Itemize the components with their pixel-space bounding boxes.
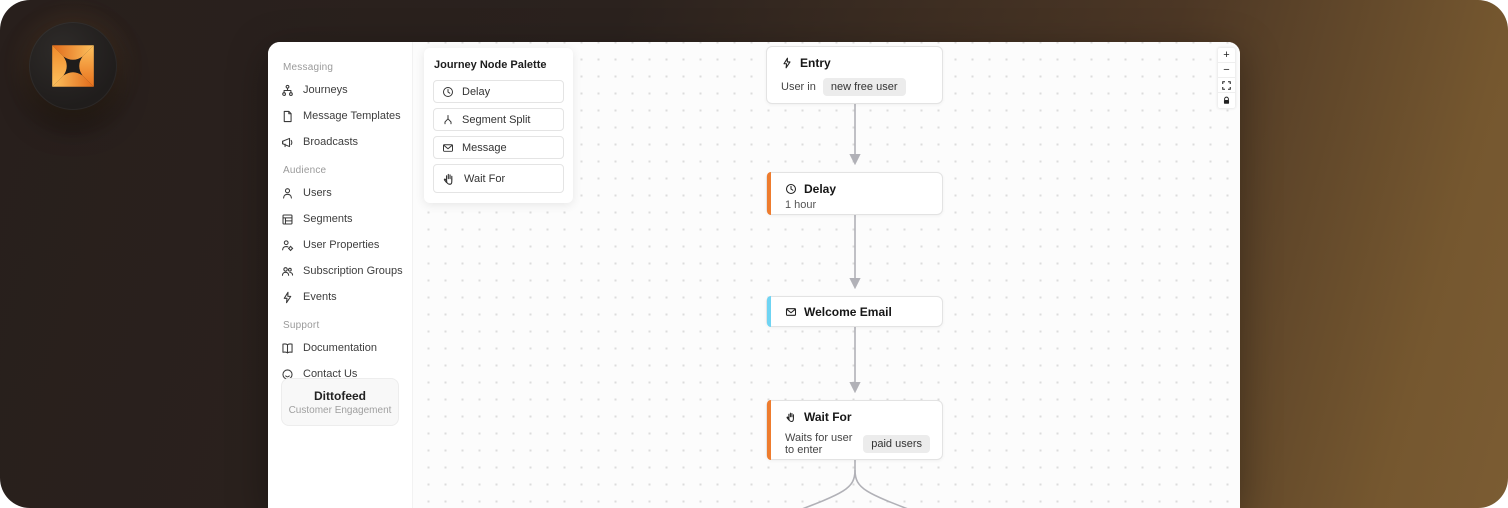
sidebar-item-label: Journeys — [303, 84, 348, 96]
segment-badge: new free user — [822, 78, 906, 96]
zoom-in-button[interactable]: + — [1218, 48, 1235, 63]
flow-node-wait-for[interactable]: Wait For Waits for user to enter paid us… — [766, 400, 943, 460]
flow-node-entry[interactable]: Entry User in new free user — [766, 46, 943, 104]
segment-badge: paid users — [863, 435, 930, 453]
dittofeed-logo — [29, 22, 117, 110]
flow-node-welcome-email[interactable]: Welcome Email — [766, 296, 943, 327]
mail-icon — [785, 308, 797, 316]
subscription-groups-icon — [281, 266, 294, 276]
hand-icon — [443, 173, 453, 185]
palette-item-message[interactable]: Message — [433, 136, 564, 159]
sidebar-item-broadcasts[interactable]: Broadcasts — [281, 129, 412, 155]
lock-button[interactable] — [1218, 93, 1235, 108]
app-window: Messaging Journeys Message Templates Bro… — [268, 42, 1240, 508]
sidebar-item-label: Segments — [303, 213, 353, 225]
clock-icon — [443, 86, 453, 97]
user-properties-icon — [282, 239, 294, 251]
journey-canvas[interactable]: Journey Node Palette Delay Segment Split… — [413, 42, 1240, 508]
split-icon — [444, 114, 452, 124]
minus-icon: − — [1223, 63, 1230, 76]
sidebar-section-messaging: Messaging — [283, 62, 334, 73]
sidebar-item-journeys[interactable]: Journeys — [281, 77, 412, 103]
sidebar-item-label: Message Templates — [303, 110, 401, 122]
node-accent-cyan — [767, 296, 771, 327]
journeys-icon — [282, 84, 293, 96]
clock-icon — [785, 183, 797, 195]
sidebar-item-subscription-groups[interactable]: Subscription Groups — [281, 258, 412, 284]
node-title: Entry — [800, 56, 831, 70]
mail-icon — [443, 143, 453, 152]
sidebar: Messaging Journeys Message Templates Bro… — [268, 42, 413, 508]
edge-wait-split-left — [802, 460, 856, 508]
palette-item-label: Wait For — [464, 172, 506, 185]
fit-view-button[interactable] — [1218, 78, 1235, 93]
node-title: Welcome Email — [804, 305, 892, 319]
sidebar-item-users[interactable]: Users — [281, 180, 412, 206]
events-icon — [283, 291, 292, 303]
journey-node-palette: Journey Node Palette Delay Segment Split… — [424, 48, 573, 203]
plus-icon: + — [1223, 48, 1230, 61]
documentation-icon — [282, 342, 293, 353]
brand-card: Dittofeed Customer Engagement — [281, 378, 399, 426]
bolt-icon — [783, 57, 791, 69]
palette-item-delay[interactable]: Delay — [433, 80, 564, 103]
node-body-text: Waits for user to enter — [785, 432, 853, 456]
flow-node-delay[interactable]: Delay 1 hour — [766, 172, 943, 215]
sidebar-item-documentation[interactable]: Documentation — [281, 335, 412, 361]
node-title: Delay — [804, 182, 837, 196]
sidebar-item-label: User Properties — [303, 239, 380, 251]
palette-item-label: Delay — [462, 85, 491, 98]
broadcast-icon — [282, 137, 293, 147]
fit-view-icon — [1222, 80, 1231, 90]
zoom-out-button[interactable]: − — [1218, 63, 1235, 78]
user-icon — [283, 187, 292, 199]
hand-icon — [786, 412, 794, 423]
sidebar-section-support: Support — [283, 320, 320, 331]
palette-item-wait-for[interactable]: Wait For — [433, 164, 564, 193]
palette-item-segment-split[interactable]: Segment Split — [433, 108, 564, 131]
node-accent-orange — [767, 400, 771, 460]
sidebar-item-label: Contact Us — [303, 368, 358, 380]
sidebar-item-user-properties[interactable]: User Properties — [281, 232, 412, 258]
lock-icon — [1223, 96, 1230, 104]
segments-icon — [282, 214, 293, 224]
node-accent-orange — [767, 172, 771, 215]
palette-item-label: Segment Split — [462, 113, 531, 126]
sidebar-item-label: Broadcasts — [303, 136, 359, 148]
edge-wait-split-right — [854, 469, 908, 508]
brand-tagline: Customer Engagement — [288, 404, 392, 416]
sidebar-item-label: Events — [303, 291, 337, 303]
dittofeed-logo-icon — [52, 45, 94, 87]
node-body-text: User in — [781, 81, 816, 93]
node-title: Wait For — [804, 410, 852, 424]
palette-item-label: Message — [462, 141, 507, 154]
sidebar-item-label: Subscription Groups — [303, 265, 403, 277]
brand-name: Dittofeed — [314, 388, 366, 403]
canvas-controls: + − — [1218, 48, 1235, 108]
sidebar-section-audience: Audience — [283, 165, 327, 176]
sidebar-item-label: Users — [303, 187, 332, 199]
sidebar-item-message-templates[interactable]: Message Templates — [281, 103, 412, 129]
node-body-text: 1 hour — [785, 199, 817, 211]
template-icon — [283, 110, 292, 122]
sidebar-item-events[interactable]: Events — [281, 284, 412, 310]
palette-title: Journey Node Palette — [434, 59, 547, 71]
sidebar-item-label: Documentation — [303, 342, 377, 354]
sidebar-item-segments[interactable]: Segments — [281, 206, 412, 232]
